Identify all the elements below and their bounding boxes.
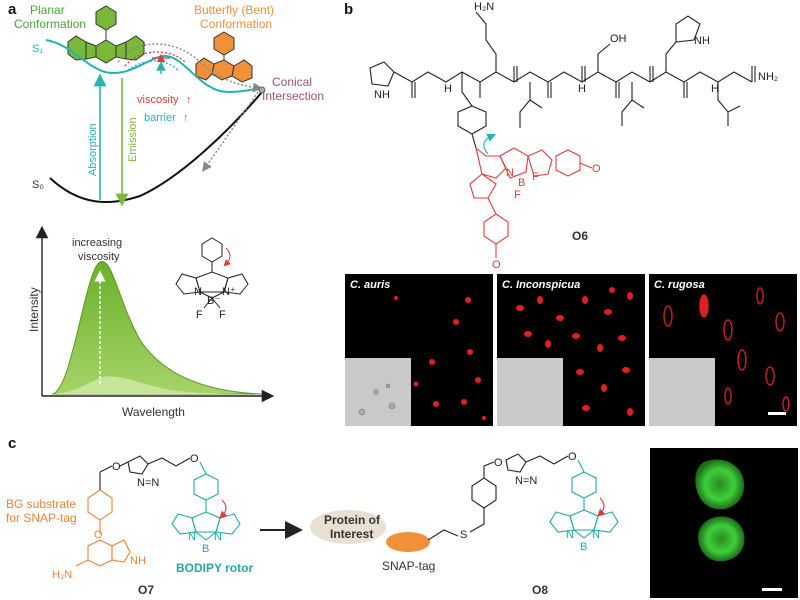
methoxy-o-1: O: [592, 163, 601, 175]
peptide-backbone: [369, 11, 756, 149]
micrograph-c-auris: C. auris: [345, 274, 493, 426]
fluorescent-nucleus-2: [698, 516, 745, 562]
o8-bodipy-n2: N: [592, 529, 600, 541]
o7-bodipy-b: B: [202, 543, 209, 555]
snap-tag-label: SNAP-tag: [382, 559, 435, 573]
o8-bodipy-b: B: [580, 541, 587, 553]
o8-sulfur: S: [460, 529, 467, 541]
bodipy-rotor-label: BODIPY rotor: [176, 561, 253, 575]
o8-oxygen-1: O: [494, 457, 503, 469]
amide-nh-2: H: [578, 83, 586, 95]
protein-label-line2: Interest: [330, 527, 373, 541]
micrograph-label-c-auris: C. auris: [350, 279, 390, 291]
fluorescence-micrograph: [650, 448, 798, 598]
o7-oxygen-1: O: [112, 461, 121, 473]
o8-oxygen-2: O: [568, 451, 577, 463]
planar-label-line1: Planar: [30, 3, 65, 17]
viscosity-up-arrow-icon: ↑: [186, 94, 192, 106]
s0-energy-curve: [49, 91, 263, 204]
dotted-path-relax: [202, 91, 259, 173]
conical-label-line1: Conical: [272, 75, 312, 89]
o7-oxygen-3: O: [94, 529, 103, 541]
methoxy-o-2: O: [492, 259, 501, 271]
bodipy-b-n1: N: [506, 167, 514, 179]
micrograph-c-inconspicua: C. Inconspicua: [497, 274, 645, 426]
micrograph-label-c-rugosa: C. rugosa: [654, 279, 705, 291]
scale-bar-b: [768, 412, 786, 415]
planar-label-line2: Conformation: [14, 17, 86, 31]
terminal-amide: NH₂: [758, 71, 778, 83]
histidine-nh: NH: [694, 35, 710, 47]
o7-amine: H₂N: [52, 569, 72, 581]
butterfly-molecule-icon: [195, 31, 253, 83]
bodipy-a-n-left: N: [194, 286, 202, 298]
bodipy-structure-a: [175, 237, 249, 309]
panel-a-letter: a: [8, 1, 17, 18]
increasing-label-line1: increasing: [72, 237, 122, 249]
barrier-up-arrow-icon: ↑: [183, 112, 189, 124]
dotted-path-upper: [117, 43, 263, 93]
spectrum-low-viscosity: [52, 376, 262, 394]
bodipy-a-n-right: N⁺: [222, 286, 236, 298]
scale-bar-c: [762, 588, 782, 591]
bg-label-line1: BG substrate: [6, 497, 76, 511]
s0-label: S₀: [32, 179, 44, 191]
bodipy-b-f1: F: [532, 171, 539, 183]
lysine-amine: H₂N: [474, 1, 494, 13]
bodipy-a-b: B⁻: [207, 295, 220, 307]
o7-triazole: N=N: [137, 477, 159, 489]
bodipy-structure-b: [469, 133, 593, 258]
spectrum-plot: Intensity Wavelength increasing viscosit…: [27, 225, 275, 419]
dotted-path-teal: [127, 60, 179, 71]
barrier-label: barrier: [144, 112, 176, 124]
amide-nh-3: H: [711, 83, 719, 95]
micrograph-label-c-inconspicua: C. Inconspicua: [502, 279, 580, 291]
bodipy-a-f-right: F: [219, 309, 226, 321]
emission-label: Emission: [127, 117, 139, 162]
bodipy-b-b: B: [518, 177, 525, 189]
protein-label-line1: Protein of: [324, 513, 381, 527]
conical-point: [258, 86, 266, 94]
spectrum-high-viscosity: [51, 261, 263, 395]
panel-b-letter: b: [344, 1, 353, 18]
absorption-label: Absorption: [87, 123, 99, 176]
bodipy-b-f2: F: [514, 189, 521, 201]
compound-o7-label: O7: [138, 583, 154, 597]
bodipy-a-f-left: F: [196, 309, 203, 321]
o7-nh: NH: [130, 555, 146, 567]
o7-bodipy-n1: N: [188, 531, 196, 543]
micrograph-c-rugosa: C. rugosa: [649, 274, 797, 426]
compound-o8-label: O8: [532, 583, 548, 597]
o7-oxygen-2: O: [190, 453, 199, 465]
conical-label-line2: Intersection: [262, 89, 324, 103]
proline-nh: NH: [374, 89, 390, 101]
fluorescent-nucleus-1: [695, 459, 745, 510]
planar-molecule-icon: [67, 5, 145, 64]
dotted-path-red: [124, 51, 186, 67]
increasing-label-line2: viscosity: [78, 251, 120, 263]
butterfly-label-line2: Conformation: [200, 17, 272, 31]
o7-bodipy-n2: N: [214, 531, 222, 543]
bg-label-line2: for SNAP-tag: [6, 511, 77, 525]
intensity-axis-label: Intensity: [27, 287, 41, 332]
serine-hydroxyl: OH: [610, 33, 627, 45]
panel-c-letter: c: [8, 435, 16, 452]
o8-triazole: N=N: [515, 475, 537, 487]
s1-label: S₁: [32, 43, 43, 55]
o8-bodipy-n1: N: [566, 529, 574, 541]
o7-structure: [75, 455, 241, 567]
viscosity-label: viscosity: [137, 94, 179, 106]
butterfly-label-line1: Butterfly (Bent): [194, 3, 274, 17]
o8-structure: [310, 453, 619, 552]
compound-o6-label: O6: [572, 229, 588, 243]
amide-nh-1: H: [444, 83, 452, 95]
wavelength-axis-label: Wavelength: [122, 405, 185, 419]
